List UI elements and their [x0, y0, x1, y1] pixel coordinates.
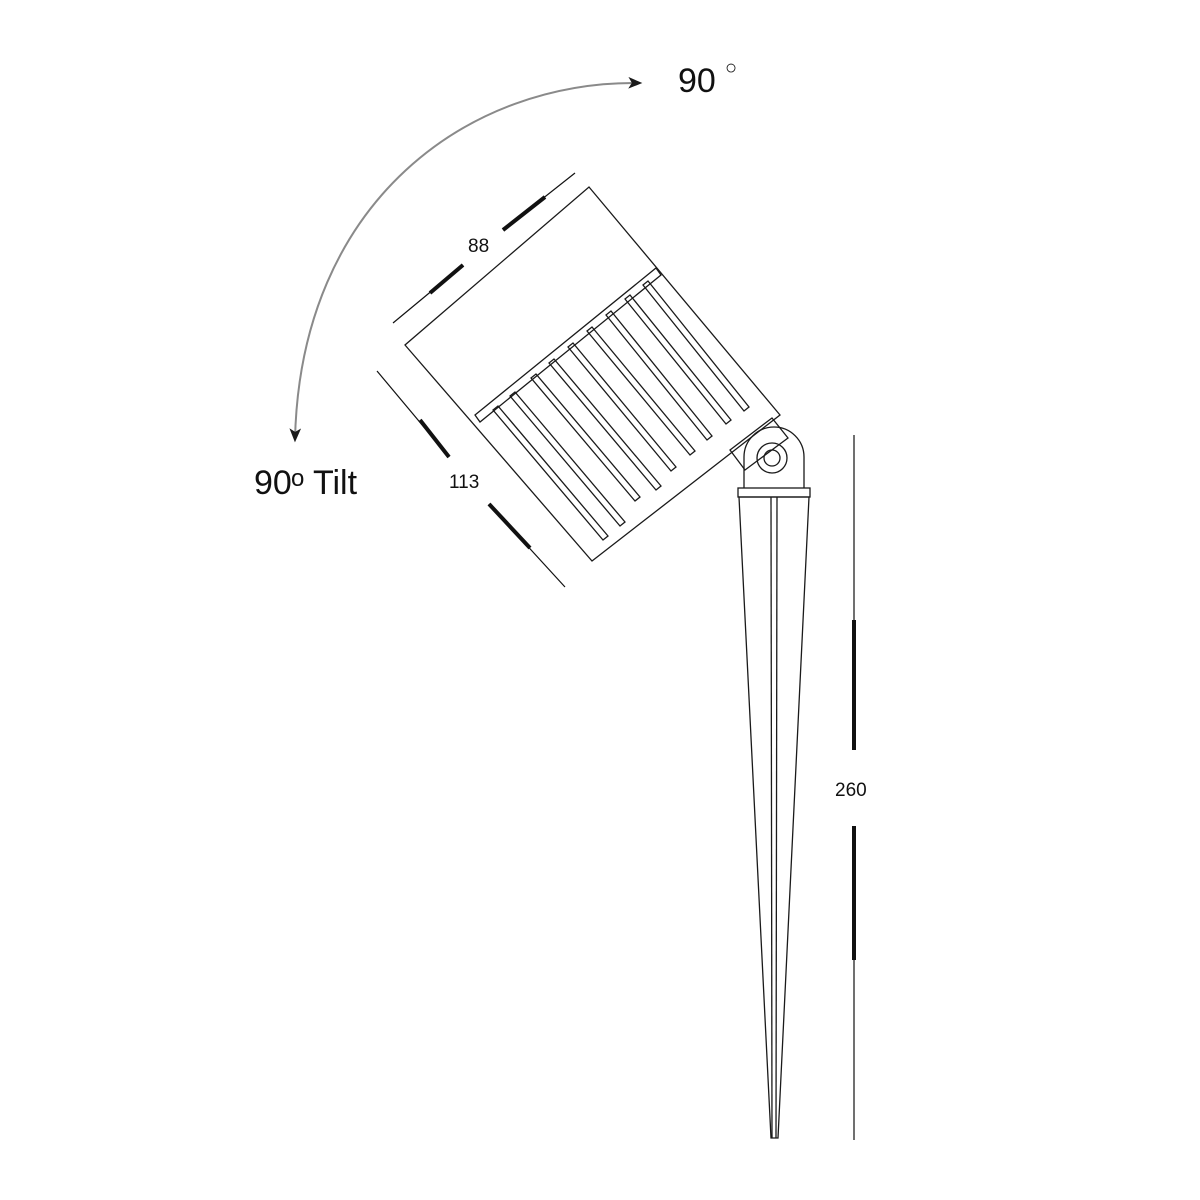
- degree-symbol: ○: [725, 57, 737, 79]
- pivot-bolt-inner: [763, 449, 781, 467]
- pivot-knuckle: [743, 426, 805, 488]
- spike-height-dimension: 260: [835, 435, 867, 1140]
- head-width-dimension: 88: [392, 172, 576, 324]
- tilt-arc: [289, 76, 643, 443]
- head-length-dimension: 113: [376, 370, 566, 588]
- tilt-label-word: Tilt: [313, 464, 358, 502]
- pivot-bolt-outer: [756, 442, 788, 474]
- ground-spike: [737, 487, 811, 1139]
- lamp-head: [404, 186, 789, 562]
- top-angle-label: 90 ○: [678, 57, 737, 100]
- top-angle-value: 90: [678, 62, 716, 100]
- spike-height-value: 260: [835, 780, 867, 801]
- cooling-fins: [492, 280, 750, 541]
- tilt-label-number: 90: [254, 464, 292, 502]
- tilt-label: 90 o Tilt: [254, 464, 358, 502]
- tilt-label-degree: o: [291, 465, 304, 492]
- head-length-value: 113: [449, 472, 479, 493]
- head-width-value: 88: [468, 236, 489, 257]
